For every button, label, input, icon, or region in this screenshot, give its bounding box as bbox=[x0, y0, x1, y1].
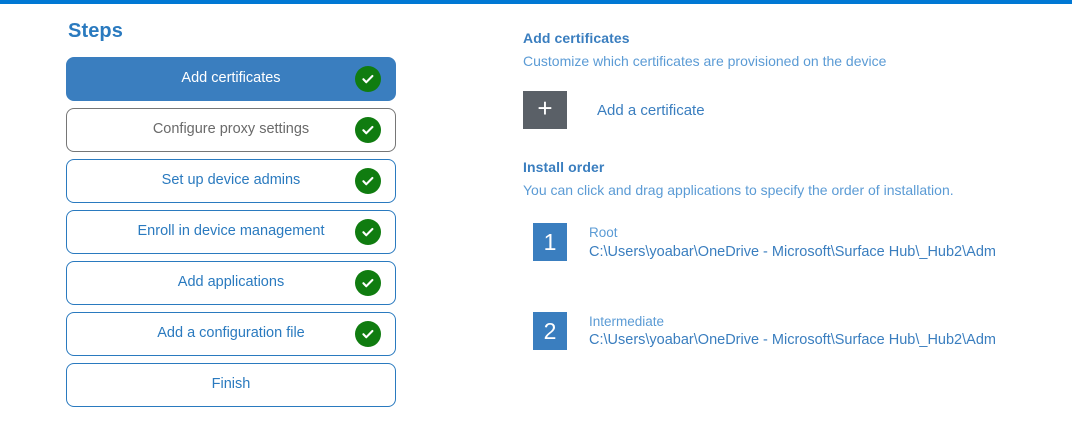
order-number-badge: 1 bbox=[533, 223, 567, 262]
checkmark-icon bbox=[355, 117, 381, 143]
sidebar-item-add-applications[interactable]: Add applications bbox=[66, 261, 396, 305]
sidebar-item-label: Enroll in device management bbox=[137, 223, 325, 240]
sidebar-item-label: Set up device admins bbox=[161, 172, 301, 189]
add-certificate-button[interactable]: Add a certificate bbox=[597, 101, 705, 119]
steps-panel: Steps Add certificates Configure proxy s… bbox=[66, 20, 406, 414]
sidebar-item-set-up-device-admins[interactable]: Set up device admins bbox=[66, 159, 396, 203]
certificate-path: C:\Users\yoabar\OneDrive - Microsoft\Sur… bbox=[589, 332, 996, 349]
sidebar-item-label: Finish bbox=[211, 376, 251, 393]
checkmark-icon bbox=[355, 66, 381, 92]
order-item-text: Intermediate C:\Users\yoabar\OneDrive - … bbox=[589, 312, 996, 351]
top-accent-bar bbox=[0, 0, 1072, 4]
sidebar-item-label: Configure proxy settings bbox=[152, 121, 310, 138]
detail-panel: Add certificates Customize which certifi… bbox=[523, 30, 1053, 401]
sidebar-item-label: Add applications bbox=[177, 274, 285, 291]
certificate-name: Intermediate bbox=[589, 314, 665, 330]
order-item-text: Root C:\Users\yoabar\OneDrive - Microsof… bbox=[589, 223, 996, 262]
sidebar-item-finish[interactable]: Finish bbox=[66, 363, 396, 407]
sidebar-item-enroll-in-device-management[interactable]: Enroll in device management bbox=[66, 210, 396, 254]
section-heading-install-order: Install order bbox=[523, 159, 605, 176]
install-order-section: Install order You can click and drag app… bbox=[523, 159, 1053, 351]
add-certificate-row: + Add a certificate bbox=[523, 91, 1053, 130]
add-certificates-section: Add certificates Customize which certifi… bbox=[523, 30, 1053, 130]
certificate-name: Root bbox=[589, 225, 618, 241]
sidebar-item-add-certificates[interactable]: Add certificates bbox=[66, 57, 396, 101]
certificate-path: C:\Users\yoabar\OneDrive - Microsoft\Sur… bbox=[589, 243, 996, 260]
sidebar-item-label: Add a configuration file bbox=[157, 325, 305, 342]
list-item[interactable]: 2 Intermediate C:\Users\yoabar\OneDrive … bbox=[523, 312, 1053, 351]
order-number-badge: 2 bbox=[533, 312, 567, 351]
checkmark-icon bbox=[355, 168, 381, 194]
section-heading-add-certificates: Add certificates bbox=[523, 30, 630, 46]
list-item[interactable]: 1 Root C:\Users\yoabar\OneDrive - Micros… bbox=[523, 223, 1053, 262]
sidebar-item-add-a-configuration-file[interactable]: Add a configuration file bbox=[66, 312, 396, 356]
sidebar-item-configure-proxy-settings[interactable]: Configure proxy settings bbox=[66, 108, 396, 152]
plus-icon[interactable]: + bbox=[523, 91, 567, 130]
checkmark-icon bbox=[355, 219, 381, 245]
checkmark-icon bbox=[355, 270, 381, 296]
section-subtext-install-order: You can click and drag applications to s… bbox=[523, 182, 954, 199]
checkmark-icon bbox=[355, 321, 381, 347]
page-root: Steps Add certificates Configure proxy s… bbox=[0, 4, 1072, 443]
section-subtext-add-certificates: Customize which certificates are provisi… bbox=[523, 53, 887, 69]
page-title: Steps bbox=[68, 20, 123, 42]
install-order-list: 1 Root C:\Users\yoabar\OneDrive - Micros… bbox=[523, 223, 1053, 351]
plus-glyph: + bbox=[537, 93, 553, 124]
sidebar-item-label: Add certificates bbox=[181, 70, 281, 87]
